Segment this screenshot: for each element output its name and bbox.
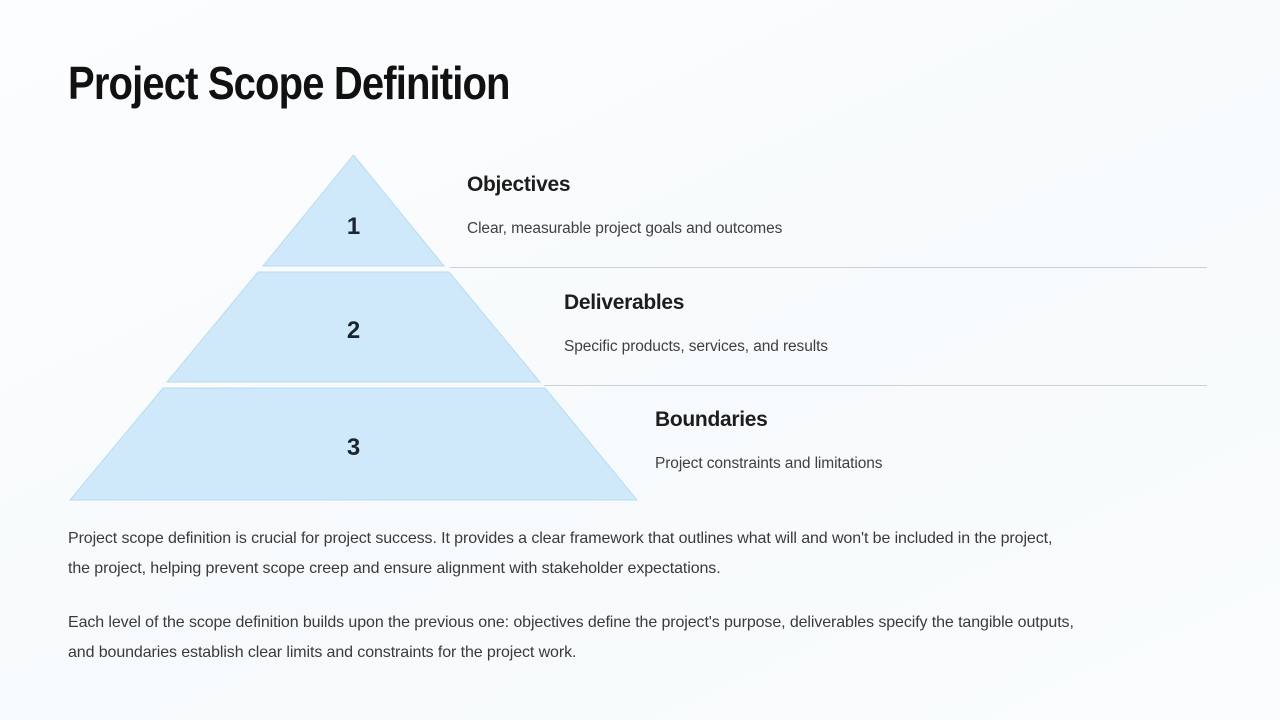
body-text: Project scope definition is crucial for … xyxy=(68,524,1218,692)
section-objectives-description: Clear, measurable project goals and outc… xyxy=(467,220,783,237)
section-boundaries-title: Boundaries xyxy=(655,408,768,431)
paragraph-2-line-2: and boundaries establish clear limits an… xyxy=(68,644,577,661)
pyramid-level-2-shape xyxy=(165,271,542,383)
body-paragraph-2: Each level of the scope definition build… xyxy=(68,608,1218,668)
pyramid-level-1-shape xyxy=(261,154,446,267)
body-paragraph-1: Project scope definition is crucial for … xyxy=(68,524,1218,584)
section-objectives: Objectives Clear, measurable project goa… xyxy=(467,173,782,238)
slide-title: Project Scope Definition xyxy=(68,57,511,109)
paragraph-1-line-2: the project, helping prevent scope creep… xyxy=(68,560,721,577)
section-boundaries: Boundaries Project constraints and limit… xyxy=(655,408,882,473)
pyramid-level-1-number: 1 xyxy=(347,213,360,240)
pyramid-level-2-number: 2 xyxy=(347,317,360,344)
section-deliverables-title: Deliverables xyxy=(564,291,685,314)
paragraph-1-line-1: Project scope definition is crucial for … xyxy=(68,530,1053,547)
paragraph-2-line-1: Each level of the scope definition build… xyxy=(68,614,1074,631)
section-objectives-title: Objectives xyxy=(467,173,571,196)
pyramid-level-3-number: 3 xyxy=(347,434,360,461)
pyramid-level-3-shape xyxy=(68,387,639,501)
section-deliverables: Deliverables Specific products, services… xyxy=(564,291,828,356)
section-deliverables-description: Specific products, services, and results xyxy=(564,338,828,355)
section-boundaries-description: Project constraints and limitations xyxy=(655,455,883,472)
